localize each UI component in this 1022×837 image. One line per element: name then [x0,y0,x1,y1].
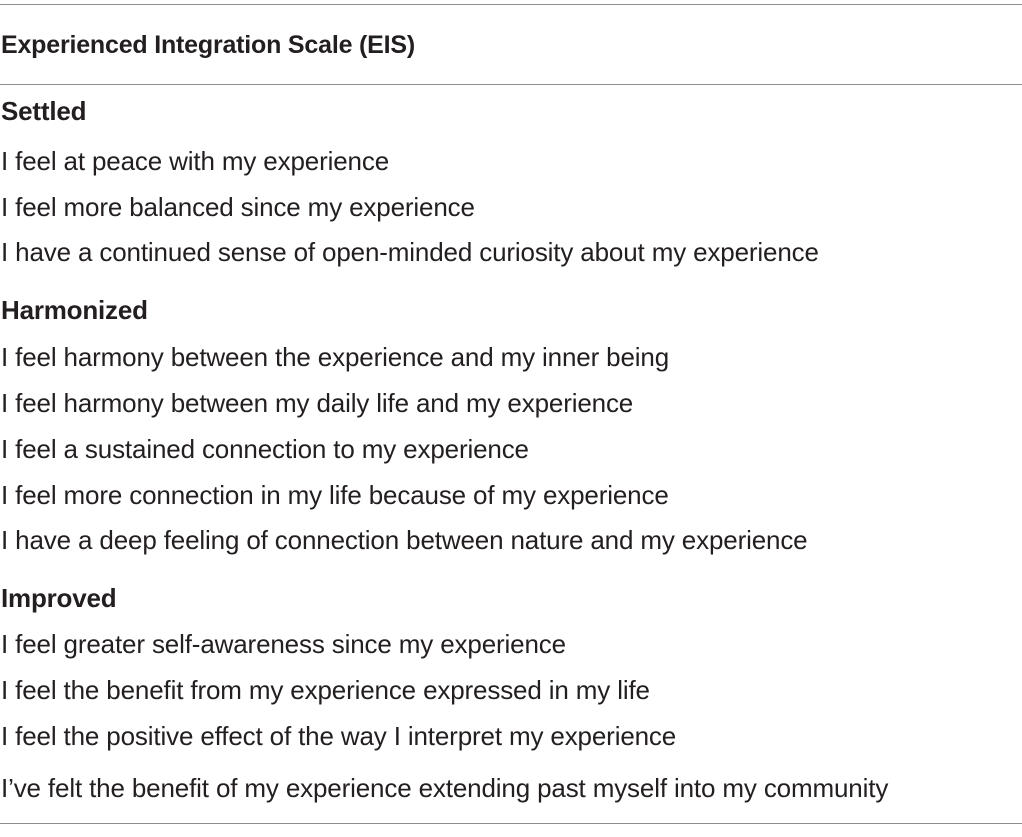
scale-item: I feel greater self-awareness since my e… [1,629,566,659]
header-divider-rule [0,84,1022,85]
scale-item: I feel a sustained connection to my expe… [1,434,529,464]
scale-item: I have a deep feeling of connection betw… [1,525,808,555]
scale-item: I feel harmony between the experience an… [1,342,670,372]
scale-item: I feel the positive effect of the way I … [1,721,677,751]
scale-item: I feel the benefit from my experience ex… [1,675,650,705]
section-heading-settled: Settled [1,96,87,126]
scale-item: I feel more connection in my life becaus… [1,480,669,510]
scale-item: I feel harmony between my daily life and… [1,388,634,418]
scale-item: I’ve felt the benefit of my experience e… [1,773,889,803]
scale-item: I feel at peace with my experience [1,146,389,176]
scale-item: I have a continued sense of open-minded … [1,237,819,267]
table-top-rule [0,4,1022,5]
section-heading-improved: Improved [1,583,117,613]
table-bottom-rule [0,823,1022,824]
section-heading-harmonized: Harmonized [1,295,148,325]
table-title: Experienced Integration Scale (EIS) [1,31,415,59]
scale-item: I feel more balanced since my experience [1,192,475,222]
